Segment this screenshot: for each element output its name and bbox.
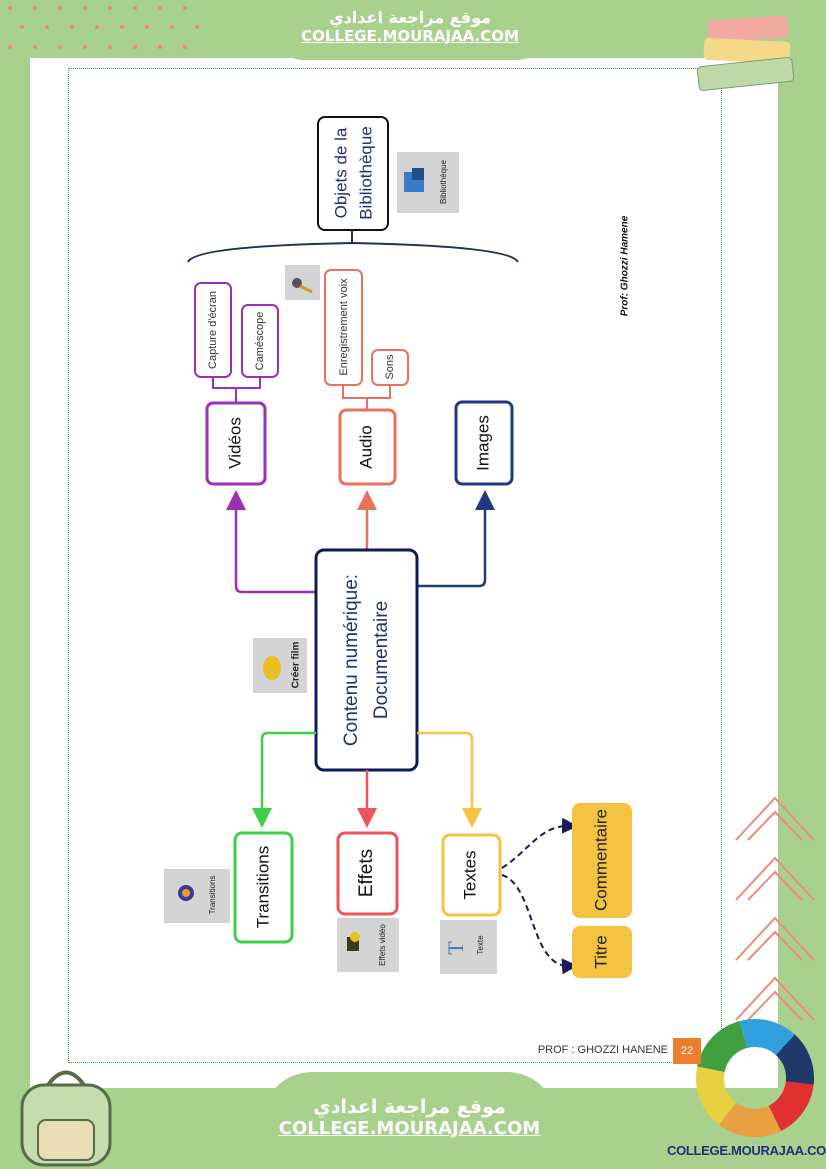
svg-text:Effets: Effets: [356, 849, 377, 897]
library-icon-label: Bibliothèque: [439, 159, 448, 204]
videos-node: Vidéos: [205, 401, 267, 486]
svg-text:Contenu numérique:: Contenu numérique:: [341, 574, 362, 746]
arrow-to-videos: [226, 490, 316, 594]
author-credit: Prof: Ghozzi Hamene: [620, 215, 631, 316]
footer-author: PROF : GHOZZI HANENE: [537, 1044, 668, 1056]
dashed-arrow-to-titre: [501, 874, 578, 975]
svg-text:Enregistrement voix: Enregistrement voix: [338, 278, 350, 376]
footer-site-link[interactable]: COLLEGE.MOURAJAA.COM: [278, 1118, 541, 1139]
svg-text:Documentaire: Documentaire: [371, 601, 392, 719]
svg-text:Effets vidéo: Effets vidéo: [378, 924, 387, 966]
svg-text:Vidéos: Vidéos: [225, 417, 244, 469]
sons-node: Sons: [371, 349, 409, 386]
svg-text:Transitions: Transitions: [253, 846, 272, 929]
effets-node: Effets: [336, 831, 399, 916]
videos-connector: [212, 377, 261, 403]
camescope-node: Caméscope: [241, 304, 279, 378]
transitions-node: Transitions: [233, 831, 294, 944]
effets-video-icon: Effets vidéo: [337, 918, 399, 972]
footer-banner: موقع مراجعة اعدادي COLLEGE.MOURAJAA.COM: [262, 1072, 557, 1169]
header-arabic: موقع مراجعة اعدادي: [328, 8, 492, 27]
library-line1: Objets de la: [331, 127, 350, 218]
audio-node: Audio: [338, 408, 397, 486]
library-node: Objets de la Bibliothèque: [317, 116, 389, 231]
svg-text:Audio: Audio: [356, 425, 375, 468]
svg-text:Créer film: Créer film: [291, 642, 302, 689]
header-banner: موقع مراجعة اعدادي COLLEGE.MOURAJAA.COM: [265, 0, 555, 60]
page-frame: [68, 68, 722, 1063]
svg-text:Images: Images: [473, 415, 492, 471]
college-logo-wheel: [696, 1019, 814, 1137]
svg-text:Caméscope: Caméscope: [254, 312, 266, 371]
center-node: Contenu numérique: Documentaire: [314, 548, 419, 772]
commentaire-node: Commentaire: [572, 803, 632, 918]
books-icon: [696, 15, 795, 91]
library-icon: Bibliothèque: [397, 152, 459, 213]
header-site-link[interactable]: COLLEGE.MOURAJAA.COM: [301, 27, 519, 45]
textes-node: Textes: [441, 833, 502, 917]
decorative-dots: [8, 6, 199, 49]
dashed-arrow-to-commentaire: [501, 817, 578, 869]
page-number: 22: [673, 1038, 701, 1064]
arrow-to-transitions: [252, 731, 316, 828]
svg-text:Commentaire: Commentaire: [591, 809, 610, 911]
library-line2: Bibliothèque: [356, 126, 375, 220]
svg-text:Texte: Texte: [476, 935, 485, 955]
audio-connector: [342, 385, 391, 410]
creer-film-icon: Créer film: [253, 638, 307, 693]
logo-text: COLLEGE.MOURAJAA.COM: [667, 1143, 826, 1158]
capture-ecran-node: Capture d'écran: [194, 282, 232, 378]
arrow-to-images: [417, 490, 495, 588]
images-node: Images: [454, 400, 514, 486]
svg-text:Textes: Textes: [460, 850, 479, 899]
svg-text:Transitions: Transitions: [208, 876, 217, 915]
chevron-decoration-icon: [735, 796, 815, 1021]
microphone-icon: [285, 265, 320, 300]
arrow-to-textes: [417, 731, 482, 828]
transitions-icon: Transitions: [164, 869, 230, 923]
texte-icon: T Texte: [440, 920, 497, 974]
titre-node: Titre: [572, 926, 632, 978]
svg-text:Sons: Sons: [384, 354, 396, 380]
enregistrement-voix-node: Enregistrement voix: [324, 269, 363, 386]
svg-text:Capture d'écran: Capture d'écran: [207, 291, 219, 369]
svg-text:Titre: Titre: [591, 935, 610, 968]
library-brace: [187, 230, 519, 263]
backpack-icon: [20, 1070, 112, 1167]
svg-text:T: T: [443, 941, 468, 955]
footer-arabic: موقع مراجعة اعدادي: [313, 1096, 506, 1118]
